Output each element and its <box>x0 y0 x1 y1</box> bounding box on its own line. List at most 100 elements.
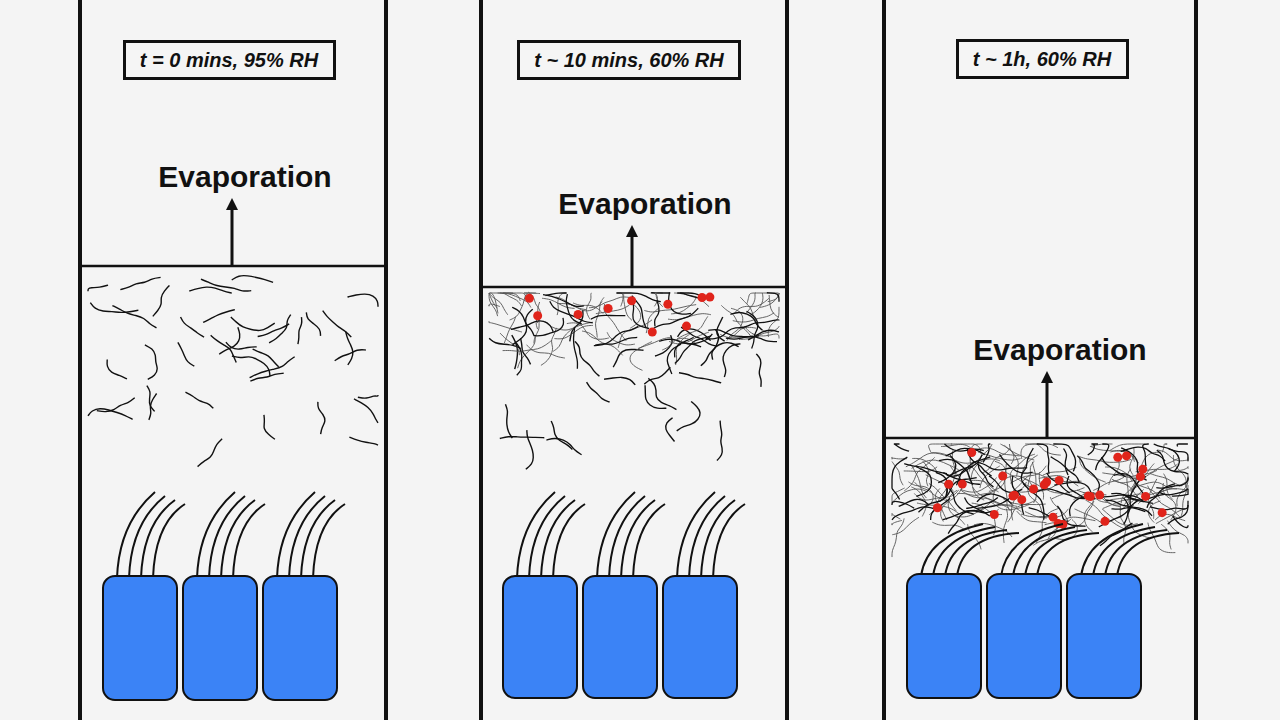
mucin-fiber <box>674 293 709 307</box>
mucin-fiber <box>769 295 779 317</box>
mucin-fiber <box>348 294 378 307</box>
mucin-fiber <box>892 507 935 520</box>
mucin-fiber <box>730 312 762 330</box>
mucin-fiber <box>613 349 643 367</box>
mucin-fiber <box>518 337 536 368</box>
mucin-fiber <box>503 340 552 351</box>
mucin-fiber <box>1150 505 1188 510</box>
particle <box>1113 453 1122 462</box>
mucin-fiber <box>574 327 578 369</box>
panel <box>481 0 787 720</box>
mucin-fiber <box>1167 521 1188 544</box>
mucin-fiber <box>323 311 352 338</box>
mucin-fiber <box>967 449 991 476</box>
mucin-fiber <box>1028 461 1034 487</box>
mucin-fiber <box>932 522 964 530</box>
mucin-fiber <box>717 421 722 461</box>
mucin-fiber <box>1029 508 1069 522</box>
particle <box>1141 492 1150 501</box>
cilium <box>553 504 585 578</box>
mucin-fiber <box>147 386 155 412</box>
liquid-surface <box>884 437 1196 440</box>
mucin-fiber <box>948 490 965 524</box>
mucin-fiber <box>739 320 779 328</box>
mucin-fiber <box>655 300 659 326</box>
mucin-fiber <box>1088 444 1098 455</box>
panel-wall <box>384 0 388 720</box>
epithelial-cell <box>263 576 337 700</box>
mucin-fiber <box>1159 489 1188 495</box>
mucin-fiber <box>88 409 133 420</box>
mucin-fiber <box>767 293 779 302</box>
mucin-fiber <box>1168 501 1188 525</box>
cilium <box>141 500 175 578</box>
mucin-fiber <box>219 327 240 354</box>
mucin-fiber <box>1067 476 1083 498</box>
mucin-fiber <box>1099 500 1139 527</box>
panel-wall <box>882 0 886 720</box>
epithelial-cell <box>503 576 577 698</box>
cilium <box>713 504 745 578</box>
mucin-fiber <box>1037 444 1049 474</box>
epithelial-cell <box>103 576 177 700</box>
mucin-fiber <box>120 277 160 289</box>
mucin-fiber <box>264 415 275 439</box>
mucin-fiber <box>546 438 581 454</box>
mucin-fiber <box>1000 444 1014 464</box>
mucin-fiber <box>969 480 999 492</box>
mucin-fiber <box>201 279 251 291</box>
mucin-fiber <box>510 293 528 320</box>
epithelial-cell <box>1067 574 1141 698</box>
mucin-fiber <box>1000 454 1033 473</box>
mucin-fiber <box>1023 483 1044 519</box>
mucin-fiber <box>570 310 583 342</box>
mucin-fiber <box>1121 447 1166 461</box>
mucin-fiber <box>594 326 638 345</box>
mucin-fiber <box>1077 456 1099 491</box>
mucin-fiber <box>1161 524 1171 549</box>
mucin-fiber <box>892 484 900 500</box>
particle <box>967 448 976 457</box>
mucin-fiber <box>977 462 1027 470</box>
particle <box>705 293 714 302</box>
mucin-fiber <box>604 377 635 385</box>
mucin-fiber <box>189 287 232 293</box>
panel <box>80 0 386 720</box>
mucin-fiber <box>112 306 156 328</box>
mucin-fiber <box>944 444 983 451</box>
condition-label: t ~ 10 mins, 60% RH <box>520 48 738 72</box>
cilium <box>633 504 665 578</box>
mucin-fiber <box>746 293 756 313</box>
mucin-fiber <box>232 356 270 376</box>
mucin-fiber <box>892 520 902 525</box>
cilium <box>153 504 185 578</box>
particle <box>1138 465 1147 474</box>
mucin-fiber <box>250 373 283 381</box>
mucin-fiber <box>226 342 257 349</box>
evaporation-arrow <box>231 204 234 266</box>
mucin-fiber <box>1051 457 1080 482</box>
mucin-fiber <box>638 337 671 348</box>
particle <box>648 327 657 336</box>
mucin-fiber <box>666 418 675 442</box>
mucin-fiber <box>596 297 605 337</box>
cilium <box>221 500 255 578</box>
mucin-fiber <box>679 373 721 383</box>
panel-wall <box>785 0 789 720</box>
mucin-fiber <box>505 404 512 438</box>
mucin-fiber <box>1093 477 1124 490</box>
mucin-fiber <box>892 462 903 486</box>
mucin-fiber <box>677 401 700 430</box>
epithelial-cell <box>907 574 981 698</box>
mucin-fiber <box>654 308 698 328</box>
mucin-fiber <box>298 317 302 344</box>
mucin-fiber <box>489 293 508 315</box>
panel-wall <box>479 0 483 720</box>
epithelial-cell <box>663 576 737 698</box>
particle <box>1084 491 1093 500</box>
particle <box>663 300 672 309</box>
particle <box>1055 476 1064 485</box>
mucin-fiber <box>929 484 947 515</box>
mucin-fiber <box>88 285 108 291</box>
panel <box>884 0 1196 720</box>
